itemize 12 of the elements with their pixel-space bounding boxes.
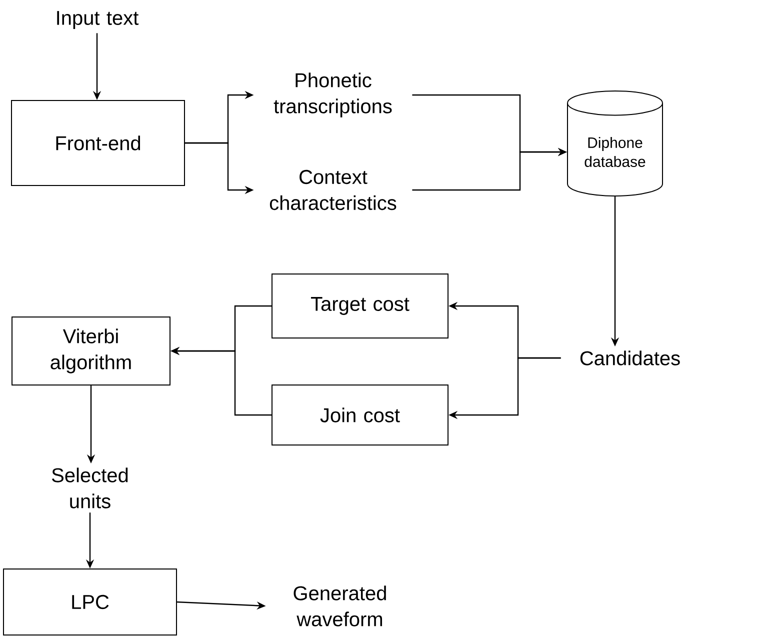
label-text: Phonetic transcriptions bbox=[274, 72, 392, 118]
label-text: Context characteristics bbox=[270, 170, 396, 210]
process-box: Front-end bbox=[11, 100, 185, 186]
process-box: LPC bbox=[3, 568, 177, 636]
process-box: Target cost bbox=[272, 274, 448, 338]
label-text: Selected units bbox=[52, 468, 128, 508]
label-text: Generated waveform bbox=[294, 586, 386, 626]
database-cylinder: Diphone database bbox=[567, 90, 663, 196]
label-text: Input text bbox=[57, 11, 139, 29]
label-text: Candidates bbox=[580, 350, 680, 366]
process-box: Viterbi algorithm bbox=[12, 316, 170, 386]
process-box: Join cost bbox=[272, 384, 448, 446]
